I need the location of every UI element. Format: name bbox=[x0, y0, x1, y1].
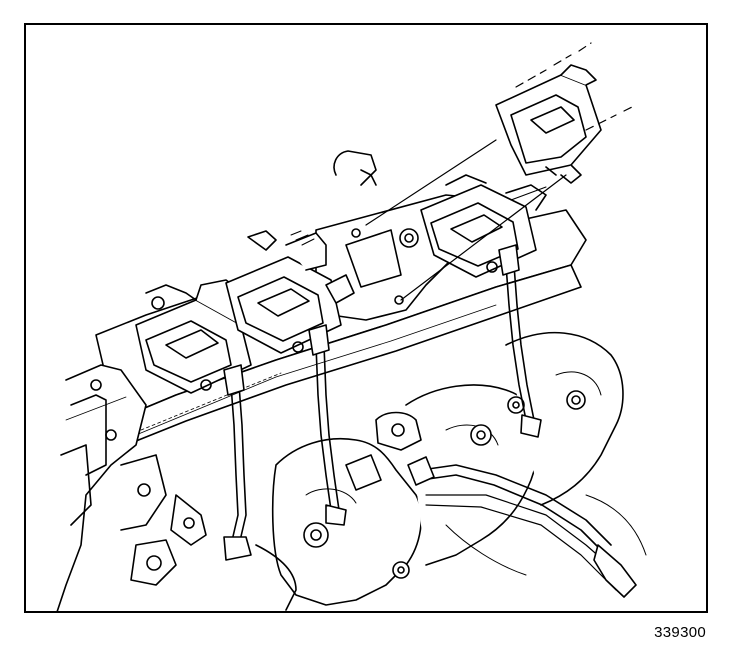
figure-number: 339300 bbox=[654, 624, 706, 641]
engine-ignition-coil-illustration bbox=[56, 42, 647, 611]
spark-plug-wires bbox=[223, 264, 637, 598]
removed-ignition-coil bbox=[495, 64, 602, 184]
explode-leader-lines bbox=[365, 42, 637, 301]
ignition-coil-1 bbox=[135, 279, 252, 394]
exhaust-manifold bbox=[255, 331, 647, 611]
coil-boots bbox=[223, 244, 520, 396]
left-bracket bbox=[56, 364, 207, 611]
illustration-frame bbox=[24, 23, 708, 613]
